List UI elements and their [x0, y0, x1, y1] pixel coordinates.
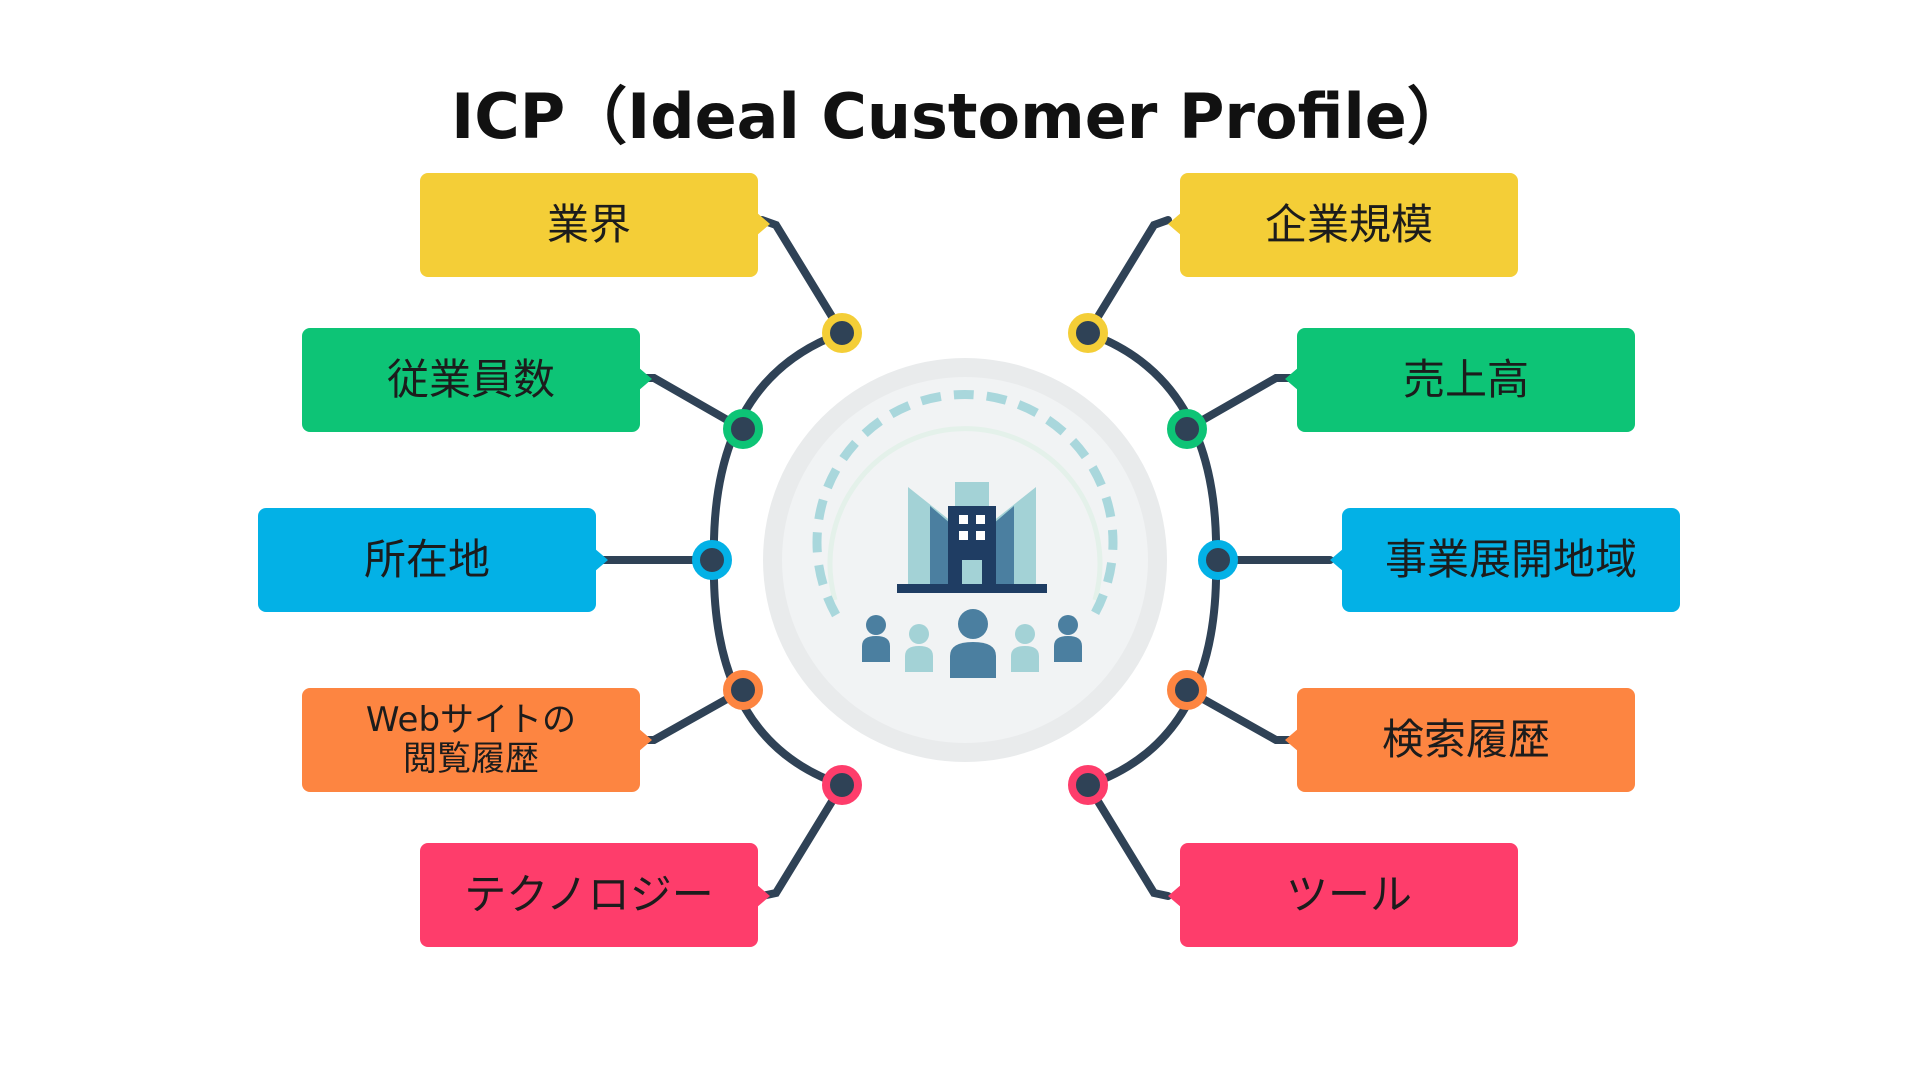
hub-faint-arc — [827, 426, 1103, 601]
box-left-5 — [420, 843, 758, 947]
building-window — [976, 531, 985, 540]
label-right-4: 検索履歴 — [1381, 714, 1550, 764]
building-window — [959, 515, 968, 524]
building-window — [976, 515, 985, 524]
box-left-4-pointer — [638, 728, 652, 752]
person-head — [866, 615, 886, 635]
box-right-1-pointer — [1168, 212, 1182, 236]
node-right-5 — [1068, 765, 1108, 805]
box-right-3 — [1342, 508, 1680, 612]
building-tower-top — [955, 482, 989, 506]
node-left-4 — [723, 670, 763, 710]
office-building-icon — [897, 482, 1047, 593]
right-spoke-1 — [1084, 216, 1172, 337]
hub-dashed-arc — [812, 390, 1118, 618]
person-body — [1054, 636, 1082, 662]
box-left-3 — [258, 508, 596, 612]
box-left-4 — [302, 688, 640, 792]
label-right-2: 売上高 — [1402, 354, 1529, 404]
person-body — [905, 646, 933, 672]
person-head — [1015, 624, 1035, 644]
label-right-1: 企業規模 — [1264, 199, 1433, 249]
page-title: ICP（Ideal Customer Profile） — [451, 80, 1469, 153]
node-right-2 — [1167, 409, 1207, 449]
person-body — [950, 642, 996, 678]
people-group-icon — [862, 609, 1082, 678]
node-right-1 — [1068, 313, 1108, 353]
label-left-2: 従業員数 — [386, 354, 555, 404]
box-left-5-pointer — [756, 884, 770, 908]
node-left-3 — [692, 540, 732, 580]
box-left-2-pointer — [638, 367, 652, 391]
box-left-2 — [302, 328, 640, 432]
label-left-3: 所在地 — [363, 534, 490, 584]
box-right-4 — [1297, 688, 1635, 792]
node-right-3 — [1198, 540, 1238, 580]
building-door — [962, 560, 982, 584]
right-spoke-5 — [1084, 781, 1172, 900]
node-left-2 — [723, 409, 763, 449]
label-left-1: 業界 — [546, 199, 631, 249]
node-right-4 — [1167, 670, 1207, 710]
label-right-5: ツール — [1285, 869, 1412, 919]
left-boxes — [258, 173, 770, 947]
building-base — [897, 584, 1047, 593]
label-right-3: 事業展開地域 — [1384, 534, 1637, 584]
box-left-3-pointer — [594, 548, 608, 572]
right-boxes — [1168, 173, 1680, 947]
nodes — [692, 313, 1238, 805]
label-left-4: Webサイトの 閲覧履歴 — [365, 699, 577, 779]
person-head — [909, 624, 929, 644]
box-left-1 — [420, 173, 758, 277]
person-body — [1011, 646, 1039, 672]
box-right-1 — [1180, 173, 1518, 277]
box-right-5-pointer — [1168, 884, 1182, 908]
box-right-3-pointer — [1330, 548, 1344, 572]
person-head — [958, 609, 988, 639]
box-right-4-pointer — [1285, 728, 1299, 752]
node-left-5 — [822, 765, 862, 805]
person-head — [1058, 615, 1078, 635]
left-spoke-1 — [758, 216, 846, 337]
node-left-1 — [822, 313, 862, 353]
person-body — [862, 636, 890, 662]
connectors — [596, 216, 1334, 900]
left-spoke-5 — [758, 781, 846, 900]
box-right-2-pointer — [1285, 367, 1299, 391]
label-left-5: テクノロジー — [464, 869, 714, 919]
right-spoke-2 — [1183, 374, 1294, 433]
building-window — [959, 531, 968, 540]
box-left-1-pointer — [756, 212, 770, 236]
box-right-2 — [1297, 328, 1635, 432]
box-right-5 — [1180, 843, 1518, 947]
